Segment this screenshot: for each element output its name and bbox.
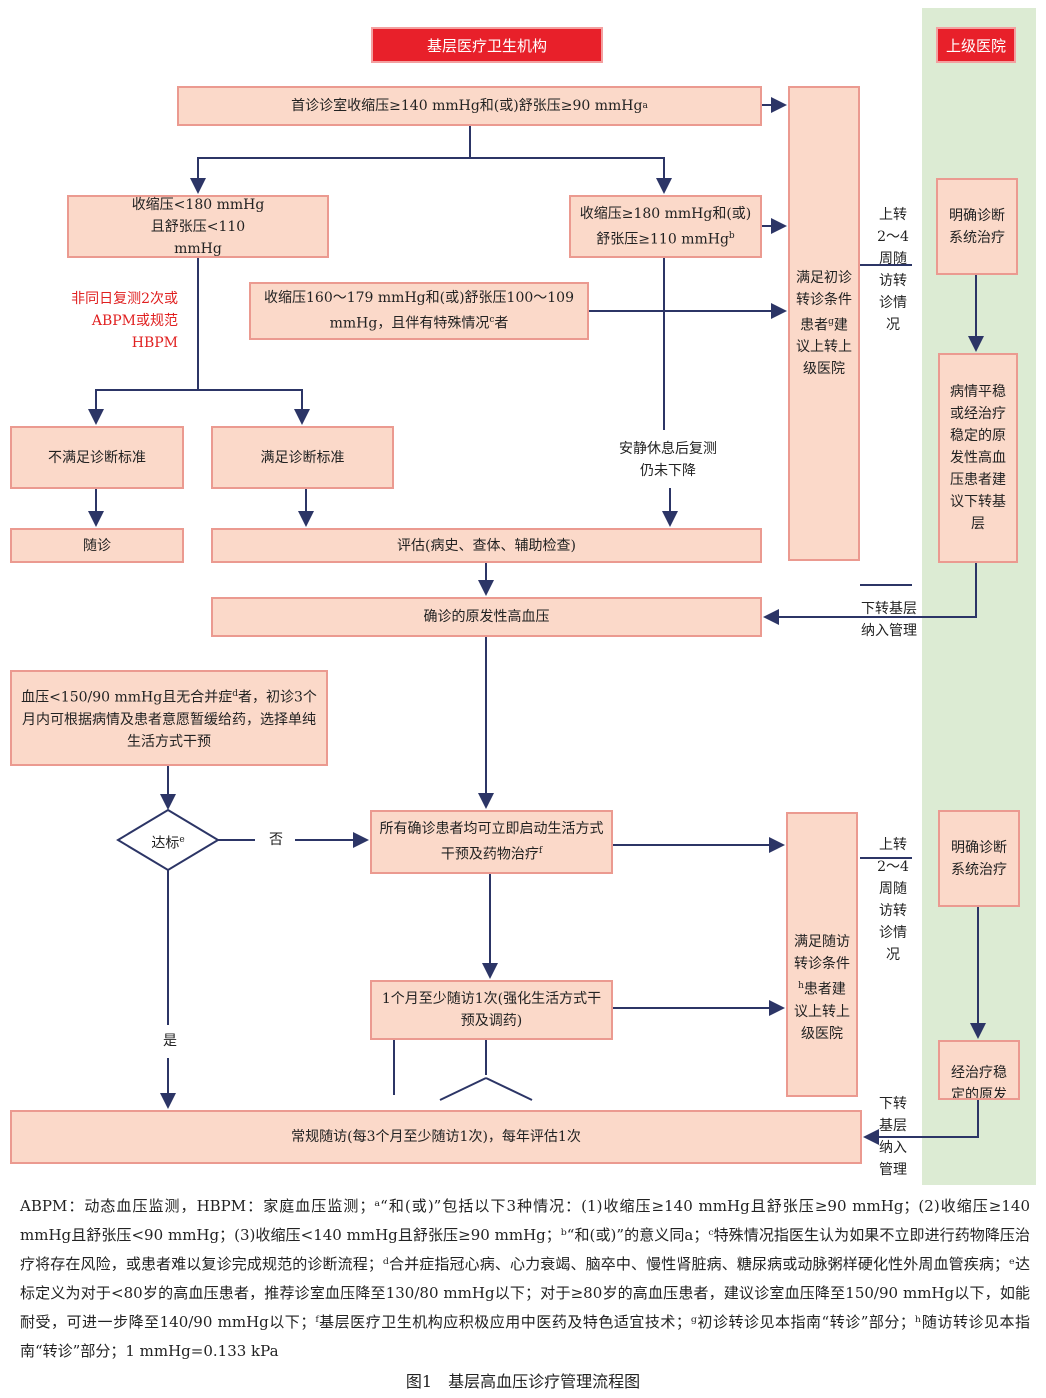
node-text: 满足随访转诊条件 (794, 934, 850, 973)
footnote: ABPM：动态血压监测，HBPM：家庭血压监测；ᵃ“和(或)”包括以下3种情况：… (20, 1197, 1030, 1360)
label-up-transfer-2: 上转2～4周随访转诊情况 (877, 837, 909, 963)
sup: e (179, 835, 185, 845)
node-referral-follow: 满足随访转诊条件 h患者建议上转上级医院 (786, 812, 858, 1097)
label-recheck: 非同日复测2次或ABPM或规范HBPM (71, 291, 178, 351)
node-special: 收缩压160～179 mmHg和(或)舒张压100～109 mmHg，且伴有特殊… (249, 282, 589, 340)
sup: d (232, 689, 238, 700)
sup: c (489, 315, 495, 326)
figure-caption: 图1 基层高血压诊疗管理流程图 (405, 1372, 641, 1391)
node-stable-1: 病情平稳或经治疗稳定的原发性高血压患者建议下转基层 (938, 353, 1018, 563)
label-up-transfer-1: 上转2～4周随访转诊情况 (877, 207, 909, 333)
label-down-transfer-2: 下转基层纳入管理 (879, 1096, 907, 1178)
label-down-transfer-1: 下转基层纳入管理 (861, 601, 917, 639)
node-confirmed: 确诊的原发性高血压 (211, 597, 762, 637)
sup: a (642, 101, 648, 111)
label-rest-recheck: 安静休息后复测仍未下降 (619, 441, 717, 479)
node-ge180: 收缩压≥180 mmHg和(或)舒张压≥110 mmHgb (569, 195, 762, 258)
sup: f (538, 846, 543, 857)
sup: b (728, 230, 735, 241)
label-no: 否 (269, 832, 283, 848)
node-evaluate: 评估(病史、查体、辅助检查) (211, 528, 762, 563)
node-referral-initial: 满足初诊转诊条件患者g建议上转上级医院 (788, 86, 860, 561)
node-diagnosis-1: 明确诊断系统治疗 (936, 178, 1018, 275)
node-text: 血压<150/90 mmHg且无合并症 (21, 689, 233, 706)
node-text: 收缩压≥180 mmHg和(或)舒张压≥110 mmHg (579, 205, 752, 248)
decision-target: 达标e (138, 829, 198, 855)
node-monthly: 1个月至少随访1次(强化生活方式干预及调药) (370, 980, 613, 1040)
node-text: 收缩压160～179 mmHg和(或)舒张压100～109 mmHg，且伴有特殊… (264, 290, 574, 332)
node-text: 满足初诊转诊条件患者 (796, 269, 852, 334)
label-yes: 是 (163, 1033, 177, 1049)
node-start-treatment: 所有确诊患者均可立即启动生活方式干预及药物治疗f (370, 810, 613, 874)
node-text: 达标 (151, 835, 180, 852)
node-lt180: 收缩压<180 mmHg且舒张压<110 mmHg (67, 195, 329, 258)
sup: h (798, 981, 804, 992)
node-not-meet: 不满足诊断标准 (10, 426, 184, 489)
node-diagnosis-2: 明确诊断系统治疗 (938, 810, 1020, 907)
sup: g (828, 316, 834, 327)
node-text: 所有确诊患者均可立即启动生活方式干预及药物治疗 (379, 821, 604, 863)
node-text: 者，初诊3个月内可根据病情及患者意愿暂缓给药，选择单纯生活方式干预 (22, 689, 317, 750)
node-meet: 满足诊断标准 (211, 426, 394, 489)
node-routine-follow: 常规随访(每3个月至少随访1次)，每年评估1次 (10, 1110, 862, 1164)
node-text: 首诊诊室收缩压≥140 mmHg和(或)舒张压≥90 mmHg (291, 98, 643, 114)
node-stable-2: 经治疗稳定的原发 (938, 1040, 1020, 1100)
node-text: 建议上转上级医院 (796, 317, 852, 378)
node-lifestyle-only: 血压<150/90 mmHg且无合并症d者，初诊3个月内可根据病情及患者意愿暂缓… (10, 670, 328, 766)
header-primary-care: 基层医疗卫生机构 (371, 27, 603, 63)
node-text: 患者建议上转上级医院 (794, 982, 850, 1042)
connector-lines (88, 97, 986, 1145)
node-text: 者 (494, 315, 509, 332)
node-follow: 随诊 (10, 528, 184, 563)
header-upper-hospital: 上级医院 (936, 27, 1016, 63)
